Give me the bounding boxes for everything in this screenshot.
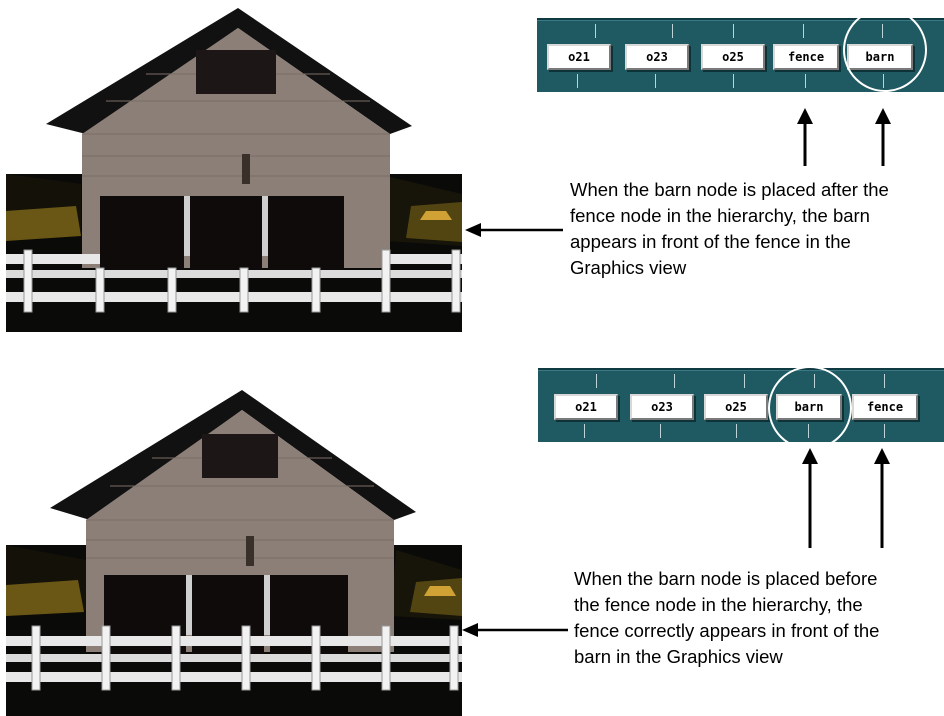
arrow-up-icon <box>875 108 891 166</box>
hierarchy-panel-top: o21 o23 o25 fence barn <box>537 18 944 92</box>
node-button-o21[interactable]: o21 <box>554 394 618 420</box>
node-button-barn[interactable]: barn <box>776 394 842 420</box>
arrow-up-icon <box>797 108 813 166</box>
arrow-left-icon <box>465 223 563 237</box>
caption-bottom: When the barn node is placed before the … <box>574 568 880 667</box>
graphics-view-top <box>6 6 462 332</box>
hierarchy-panel-bottom: o21 o23 o25 barn fence <box>538 368 944 442</box>
node-button-o23[interactable]: o23 <box>625 44 689 70</box>
node-button-o21[interactable]: o21 <box>547 44 611 70</box>
arrow-left-icon <box>462 623 568 637</box>
arrow-up-icon <box>874 448 890 548</box>
node-button-o25[interactable]: o25 <box>704 394 768 420</box>
caption-top: When the barn node is placed after the f… <box>570 179 889 278</box>
arrow-up-icon <box>802 448 818 548</box>
node-button-o25[interactable]: o25 <box>701 44 765 70</box>
node-button-o23[interactable]: o23 <box>630 394 694 420</box>
node-button-fence[interactable]: fence <box>852 394 918 420</box>
node-button-fence[interactable]: fence <box>773 44 839 70</box>
graphics-view-bottom <box>6 390 462 716</box>
node-button-barn[interactable]: barn <box>847 44 913 70</box>
